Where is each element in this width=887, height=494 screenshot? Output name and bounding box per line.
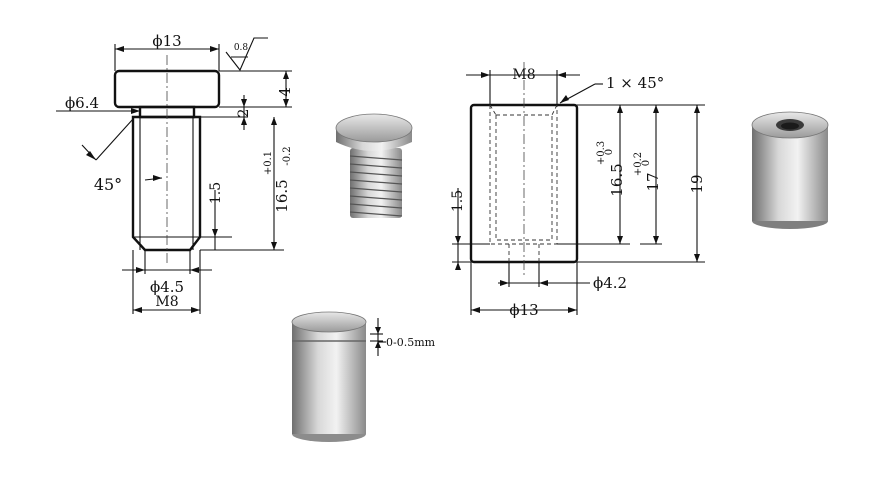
sleeve-inner-tol-lower: 0 [641, 160, 652, 166]
threaded-sleeve-3d-icon [751, 111, 829, 229]
sleeve-drawing: M8 1 × 45° 1.5 16.5 +0.3 0 17 +0.2 0 [450, 62, 706, 319]
sleeve-inner-len-label: 17 [644, 172, 662, 191]
bolt-shank-side-label: 1.5 [208, 182, 224, 204]
bolt-shank-tol-upper: +0.1 [263, 151, 274, 175]
sleeve-bottom-dia-label: ϕ4.2 [593, 274, 627, 292]
bolt-shank-tol-lower: -0.2 [282, 146, 293, 165]
surface-finish-icon [225, 37, 268, 72]
sleeve-chamfer-label: 1 × 45° [606, 74, 664, 92]
sleeve-outer-dia-label: ϕ13 [509, 301, 538, 319]
bolt-neck-dia-label: ϕ6.4 [65, 94, 99, 112]
sleeve-inner-tol-upper: +0.2 [633, 152, 644, 176]
sleeve-bore-depth-label: 16.5 [608, 163, 626, 196]
sleeve-bore-tol-lower: 0 [604, 149, 615, 155]
surface-finish-label: 0.8 [234, 43, 249, 53]
bolt-thread-label: M8 [155, 294, 178, 310]
bolt-shank-outline [131, 115, 202, 252]
bolt-drawing: ϕ13 0.8 4 2 ϕ6.4 45° 1.5 [56, 32, 294, 314]
bolt-head-dia-label: ϕ13 [152, 32, 181, 50]
sleeve-side-label: 1.5 [450, 190, 466, 212]
bolt-neck-height-label: 2 [236, 109, 252, 118]
bolt-chamfer-angle-label: 45° [94, 175, 122, 194]
bolt-tip-dia-label: ϕ4.5 [150, 278, 184, 296]
sleeve-total-len-label: 19 [688, 174, 706, 193]
assembled-standoff-3d-icon [291, 311, 386, 442]
sleeve-thread-label: M8 [512, 67, 535, 83]
bolt-3d-icon [335, 113, 413, 218]
bolt-head-height-label: 4 [276, 87, 294, 97]
bolt-shank-length-label: 16.5 [273, 179, 291, 212]
sleeve-bore-tol-upper: +0.3 [596, 141, 607, 165]
gap-label: 0-0.5mm [386, 336, 436, 349]
